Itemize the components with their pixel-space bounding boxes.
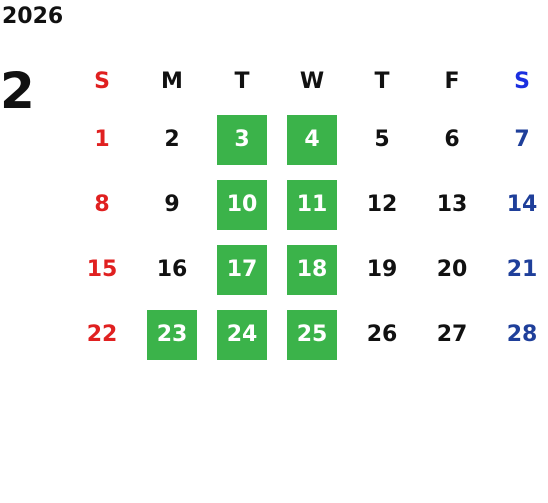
weekday-header: S xyxy=(514,68,530,94)
day-number: 22 xyxy=(86,322,118,347)
day-number: 20 xyxy=(436,257,468,282)
day-number: 21 xyxy=(506,257,538,282)
day-number: 13 xyxy=(436,192,468,217)
calendar-day[interactable]: 8 xyxy=(67,172,137,237)
day-number: 23 xyxy=(147,309,197,360)
day-number: 10 xyxy=(217,179,267,230)
calendar-day-highlighted[interactable]: 17 xyxy=(207,237,277,302)
calendar-day-highlighted[interactable]: 18 xyxy=(277,237,347,302)
day-number: 25 xyxy=(287,309,337,360)
calendar-day-highlighted[interactable]: 3 xyxy=(207,107,277,172)
calendar-day[interactable]: 7 xyxy=(487,107,548,172)
calendar-day[interactable]: 26 xyxy=(347,302,417,367)
day-number: 5 xyxy=(374,127,390,152)
calendar-day[interactable]: 27 xyxy=(417,302,487,367)
calendar-day[interactable]: 28 xyxy=(487,302,548,367)
calendar-day[interactable]: 20 xyxy=(417,237,487,302)
day-number: 7 xyxy=(514,127,530,152)
year-label: 2026 xyxy=(2,4,64,29)
calendar-day[interactable]: 6 xyxy=(417,107,487,172)
calendar-day-highlighted[interactable]: 24 xyxy=(207,302,277,367)
day-number: 9 xyxy=(164,192,180,217)
calendar-day-highlighted[interactable]: 11 xyxy=(277,172,347,237)
weekday-header: W xyxy=(299,68,325,94)
month-label: 2 xyxy=(0,62,35,120)
day-number: 19 xyxy=(366,257,398,282)
calendar-day[interactable]: 19 xyxy=(347,237,417,302)
weekday-header: M xyxy=(161,68,183,94)
calendar-day[interactable]: 2 xyxy=(137,107,207,172)
calendar-day[interactable]: 15 xyxy=(67,237,137,302)
weekday-header: T xyxy=(234,68,250,94)
day-number: 16 xyxy=(156,257,188,282)
calendar-day[interactable]: 12 xyxy=(347,172,417,237)
day-number: 24 xyxy=(217,309,267,360)
calendar-day[interactable]: 13 xyxy=(417,172,487,237)
calendar-day-highlighted[interactable]: 10 xyxy=(207,172,277,237)
calendar-day[interactable]: 21 xyxy=(487,237,548,302)
day-number: 2 xyxy=(164,127,180,152)
day-number: 14 xyxy=(506,192,538,217)
calendar-day-highlighted[interactable]: 23 xyxy=(137,302,207,367)
calendar-day[interactable]: 16 xyxy=(137,237,207,302)
calendar-day[interactable]: 5 xyxy=(347,107,417,172)
day-number: 8 xyxy=(94,192,110,217)
calendar-day-highlighted[interactable]: 4 xyxy=(277,107,347,172)
day-number: 28 xyxy=(506,322,538,347)
day-number: 4 xyxy=(287,114,337,165)
day-number: 15 xyxy=(86,257,118,282)
weekday-header: T xyxy=(374,68,390,94)
weekday-header: S xyxy=(94,68,110,94)
day-number: 6 xyxy=(444,127,460,152)
day-number: 12 xyxy=(366,192,398,217)
calendar-day[interactable]: 1 xyxy=(67,107,137,172)
day-number: 27 xyxy=(436,322,468,347)
day-number: 11 xyxy=(287,179,337,230)
day-number: 3 xyxy=(217,114,267,165)
calendar-day[interactable]: 22 xyxy=(67,302,137,367)
calendar-day-highlighted[interactable]: 25 xyxy=(277,302,347,367)
day-number: 26 xyxy=(366,322,398,347)
day-number: 17 xyxy=(217,244,267,295)
day-number: 1 xyxy=(94,127,110,152)
calendar-day[interactable]: 9 xyxy=(137,172,207,237)
calendar-day[interactable]: 14 xyxy=(487,172,548,237)
weekday-header: F xyxy=(444,68,460,94)
day-number: 18 xyxy=(287,244,337,295)
